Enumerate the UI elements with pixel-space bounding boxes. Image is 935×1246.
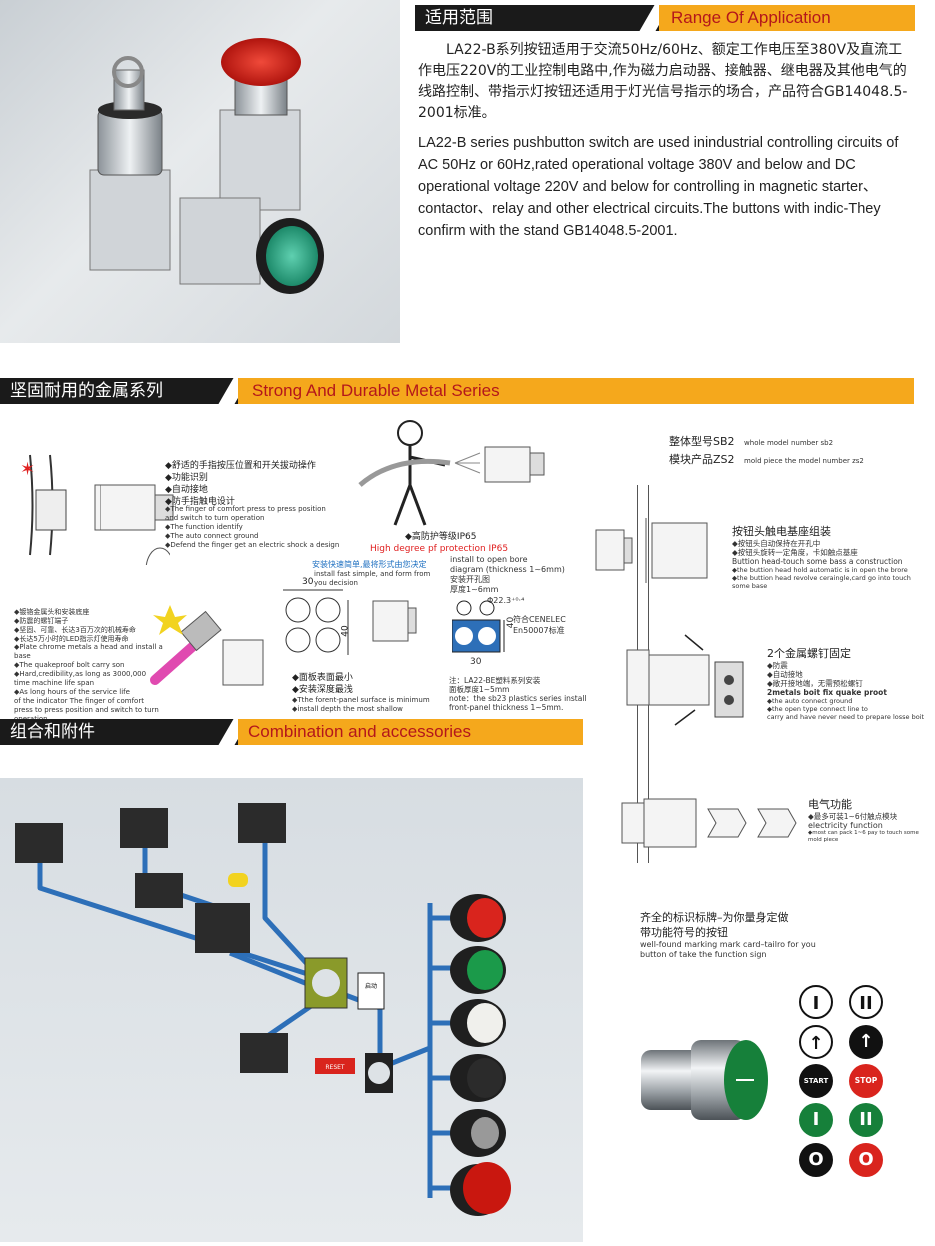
green-button-render — [641, 1040, 768, 1120]
marking-text: 齐全的标识标牌–为你量身定做 带功能符号的按钮 well-found marki… — [640, 911, 816, 959]
screw-fix-text: 2个金属螺钉固定 ◆防震 ◆自动接地 ◆敞开接地端，无需预松螺钉 2metals… — [767, 647, 925, 721]
dimension-40: 40 — [340, 625, 351, 637]
symbol-green-ii: II — [849, 1103, 883, 1137]
symbol-2: II — [849, 985, 883, 1019]
svg-text:✶: ✶ — [20, 459, 35, 480]
cert-en: En50007标准 — [513, 626, 565, 635]
application-text-cn: LA22-B系列按钮适用于交流50Hz/60Hz、额定工作电压至380V及直流工… — [418, 42, 908, 121]
hole-pattern-diagram — [283, 589, 349, 655]
features-list-1-en: ◆The finger of comfort press to press po… — [165, 505, 340, 549]
product-photo — [0, 0, 400, 343]
head-assembly-text: 按钮头触电基座组装 ◆按钮头自动保持在开孔中 ◆按钮头旋转一定角度，卡如触点基座… — [732, 525, 911, 590]
section-title-cn: 组合和附件 — [0, 719, 238, 745]
application-text-en: LA22-B series pushbutton switch are used… — [418, 135, 899, 239]
section-title-en: Strong And Durable Metal Series — [238, 378, 914, 404]
accessories-diagram: 启动 RESET — [15, 803, 511, 1216]
install-title-cn: 安装快速简单,最将形式由您决定 — [312, 560, 427, 569]
features-list-2: ◆镀铬金属头和安装底座 ◆防震的螺钉端子 ◆坚固、可靠、长达3百万次的机械寿命 … — [14, 608, 136, 643]
pushbutton-illustration — [89, 38, 324, 294]
ip-rating-en: High degree pf protection IP65 — [370, 544, 509, 554]
symbol-green-i: I — [799, 1103, 833, 1137]
button-side-diagram — [372, 600, 417, 642]
symbol-black-o: O — [799, 1143, 833, 1177]
section-header-application: 适用范围 Range Of Application — [415, 5, 915, 31]
features-list-1: ◆舒适的手指按压位置和开关拔动操作 ◆功能识别 ◆自动接地 ◆防手指触电设计 — [165, 461, 316, 507]
section-title-en: Combination and accessories — [238, 719, 583, 745]
electric-modules-diagram — [621, 798, 797, 848]
accessories-panel: 启动 RESET — [0, 778, 583, 1242]
ip-rating-cn: ◆高防护等级IP65 — [405, 532, 477, 542]
symbol-red-o: O — [849, 1143, 883, 1177]
symbol-arrow-white: ↑ — [799, 1025, 833, 1059]
symbol-start: START — [799, 1064, 833, 1098]
plate-label: 启动 — [365, 982, 377, 990]
electric-function-text: 电气功能 ◆最多可装1~6付触点模块 electricity function … — [808, 798, 919, 843]
plastic-note: 注：LA22-BE塑料系列安装 面板厚度1~5mm note：the sb23 … — [449, 676, 587, 712]
reset-label: RESET — [325, 1064, 345, 1071]
section-title-en: Range Of Application — [659, 5, 915, 31]
section-title-cn: 适用范围 — [415, 5, 660, 31]
water-spray-diagram — [358, 420, 545, 526]
cert-cn: 符合CENELEC — [513, 615, 566, 624]
install-title-en: install fast simple, and form from you d… — [314, 570, 431, 587]
switch-diagram — [100, 485, 174, 531]
bore-info: install to open bore diagram (thickness … — [450, 555, 565, 594]
head-assembly-diagram — [595, 518, 708, 583]
model-sb2: 整体型号SB2 whole model number sb2 — [669, 435, 834, 448]
symbol-arrow-black: ↑ — [849, 1025, 883, 1059]
section-header-metal: 坚固耐用的金属系列 Strong And Durable Metal Serie… — [0, 378, 914, 404]
model-zs2: 模块产品ZS2 mold piece the model number zs2 — [669, 453, 864, 466]
screw-fix-diagram — [626, 634, 744, 726]
features-list-2-en: ◆Plate chrome metals a head and install … — [14, 643, 163, 723]
blue-bore-diagram — [452, 600, 505, 653]
section-title-cn: 坚固耐用的金属系列 — [0, 378, 238, 404]
symbol-1: I — [799, 985, 833, 1019]
hammer-diagram — [150, 605, 264, 686]
symbol-stop: STOP — [849, 1064, 883, 1098]
section-header-combination: 组合和附件 Combination and accessories — [0, 719, 583, 745]
dim-30-bore: 30 — [470, 657, 482, 667]
panel-notes: ◆面板表面最小 ◆安装深度最浅 ◆Tthe forent-panel surfa… — [292, 673, 430, 713]
dimension-30: 30 — [302, 577, 314, 587]
bore-phi: Φ22.3⁺⁰·⁴ — [487, 596, 525, 605]
